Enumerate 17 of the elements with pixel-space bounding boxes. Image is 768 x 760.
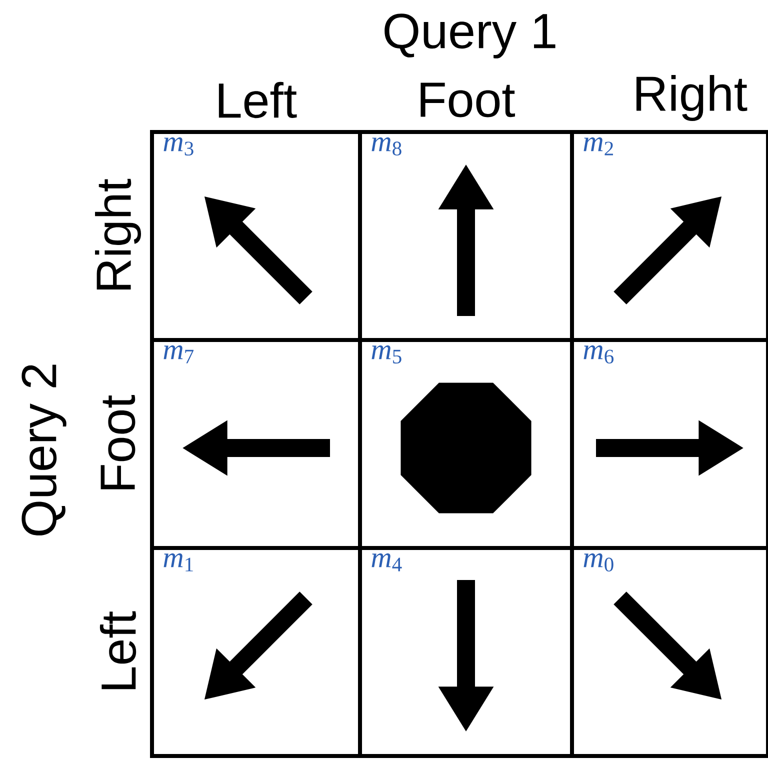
grid-cell: m$_{3}$ (150, 130, 362, 342)
grid-cell: m$_{1}$ (150, 546, 362, 758)
grid-cell: m$_{6}$ (570, 338, 768, 550)
axis-title: Query 2 (22, 364, 66, 536)
axis-label: Left (218, 82, 297, 118)
grid-cell: m$_{4}$ (358, 546, 574, 758)
grid-cell: m$_{7}$ (150, 338, 362, 550)
axis-label: Left (100, 611, 136, 690)
axis-label: Right (636, 75, 748, 121)
grid-cell: m$_{0}$ (570, 546, 768, 758)
axis-label: Foot (100, 395, 136, 490)
grid-cell: m$_{5}$ (358, 338, 574, 550)
axis-label: Foot (420, 82, 515, 118)
grid-cell: m$_{8}$ (358, 130, 574, 342)
grid-cell: m$_{2}$ (570, 130, 768, 342)
axis-title: Query 1 (384, 14, 556, 58)
axis-label: Right (95, 178, 141, 290)
